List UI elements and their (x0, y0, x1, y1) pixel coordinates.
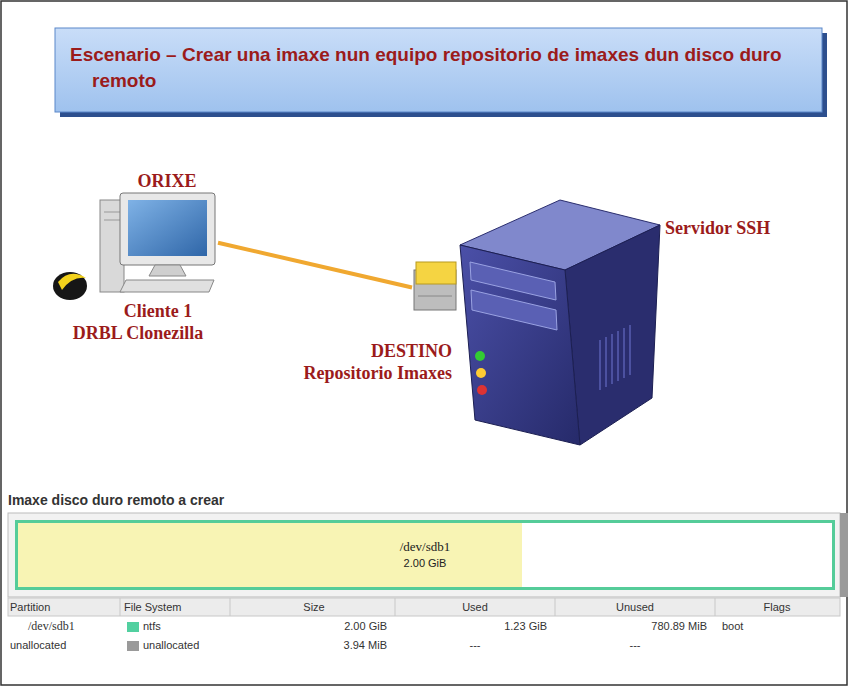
network-link (218, 243, 412, 288)
node-text: ORIXE (117, 170, 217, 192)
node-text: DRBL Clonezilla (48, 322, 228, 344)
table-cell: 780.89 MiB (557, 618, 707, 634)
used-space (18, 523, 522, 587)
server-vents (600, 325, 630, 390)
table-cell: unallocated (143, 637, 228, 653)
table-cell: boot (722, 618, 822, 634)
pc-monitor (120, 193, 215, 265)
clonezilla-logo-swirl (58, 274, 86, 290)
table-cell: File System (124, 599, 228, 615)
table-cell: unallocated (10, 637, 118, 653)
title-banner (55, 28, 822, 112)
table-cell: /dev/sdb1 (28, 618, 118, 634)
table-cell: --- (397, 637, 553, 653)
table-cell: --- (557, 637, 713, 653)
table-cell: Flags (717, 599, 837, 615)
node-text: Servidor SSH (665, 217, 820, 239)
table-cell: 3.94 MiB (232, 637, 387, 653)
pc-slot (104, 212, 120, 213)
table-header (8, 598, 840, 616)
table-cell: Used (397, 599, 553, 615)
pc-slot (104, 220, 120, 221)
node-text: Repositorio Imaxes (208, 362, 452, 384)
node-text: /dev/sdb1 (400, 539, 451, 555)
table-cell: 1.23 GiB (397, 618, 547, 634)
title-text: Escenario – Crear una imaxe nun equipo r… (70, 42, 832, 94)
server-led (477, 385, 487, 395)
monitor-stand (149, 265, 186, 276)
server-side (565, 225, 660, 445)
ssh-server: Servidor SSHDESTINORepositorio Imaxes (412, 195, 822, 445)
partition-ground (15, 520, 835, 590)
server-led (476, 368, 486, 378)
node-text: 2.00 GiB (404, 555, 447, 571)
unallocated-swatch (127, 641, 139, 651)
node-text: DESTINO (208, 340, 452, 362)
table-cell: Size (235, 599, 393, 615)
partition-box: /dev/sdb12.00 GiB (15, 520, 835, 590)
client-computer: ORIXECliente 1DRBL Clonezilla (48, 165, 218, 350)
server-bay (471, 290, 557, 330)
table-cell: 2.00 GiB (232, 618, 387, 634)
section-heading: Imaxe disco duro remoto a crear (8, 490, 308, 510)
partition-panel (8, 513, 840, 597)
ntfs-swatch (127, 622, 139, 632)
server-front (460, 245, 580, 445)
clonezilla-logo (53, 272, 87, 300)
pc-keyboard (120, 280, 214, 292)
panel-strip (840, 513, 848, 597)
drive-label (416, 262, 456, 284)
node-text: Cliente 1 (88, 300, 228, 322)
drive-line (418, 296, 452, 297)
pc-screen (128, 200, 207, 256)
table-cell: ntfs (143, 618, 228, 634)
column-separators (120, 598, 715, 616)
table-cell: Partition (10, 599, 115, 615)
table-cell: Unused (557, 599, 713, 615)
server-led (475, 351, 485, 361)
